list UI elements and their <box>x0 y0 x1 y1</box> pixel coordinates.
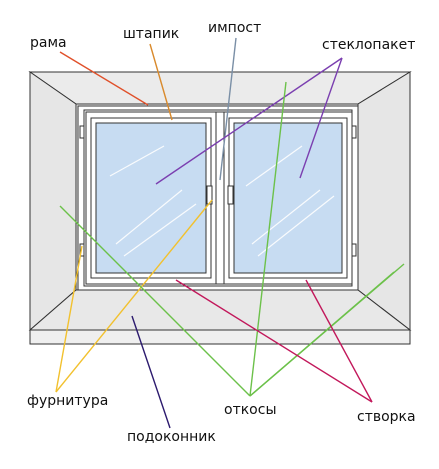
leader-furnitura-1 <box>55 245 83 393</box>
hinge-left-bottom <box>79 243 85 257</box>
label-furnitura: фурнитура <box>27 393 109 409</box>
window-sill-edge <box>29 329 411 345</box>
label-otkosy: откосы <box>224 402 277 418</box>
reveal-right <box>357 71 411 332</box>
window-sill <box>28 289 412 331</box>
glass-reflections <box>109 145 335 257</box>
window-drawing <box>28 71 412 345</box>
right-handle <box>227 185 234 205</box>
reveal-left <box>29 71 77 332</box>
label-impost: импост <box>208 20 262 36</box>
leader-stvorka-2 <box>305 279 373 403</box>
label-podokonnik: подоконник <box>127 429 216 445</box>
right-glass <box>233 122 343 274</box>
leader-rama <box>59 51 149 106</box>
leader-stvorka-1 <box>175 279 373 403</box>
reveal-top <box>28 71 412 105</box>
leader-lines <box>55 37 405 429</box>
mullion <box>215 111 225 285</box>
label-steklopaket: стеклопакет <box>322 37 416 53</box>
hinge-right-bottom <box>351 243 357 257</box>
leader-impost <box>219 37 237 181</box>
hinge-right-top <box>351 125 357 139</box>
leader-otkosy-4 <box>249 263 405 397</box>
hinge-left-top <box>79 125 85 139</box>
leader-steklopaket-1 <box>155 57 343 185</box>
leader-shtapik <box>149 43 173 121</box>
leader-otkosy-2 <box>249 81 287 397</box>
leader-steklopaket-2 <box>299 57 343 179</box>
label-rama: рама <box>30 35 67 51</box>
left-glass <box>95 122 207 274</box>
leader-podokonnik <box>131 315 171 429</box>
leader-furnitura-2 <box>55 199 213 393</box>
label-shtapik: штапик <box>123 26 180 42</box>
label-stvorka: створка <box>357 409 416 425</box>
leader-otkosy-1 <box>59 205 251 397</box>
